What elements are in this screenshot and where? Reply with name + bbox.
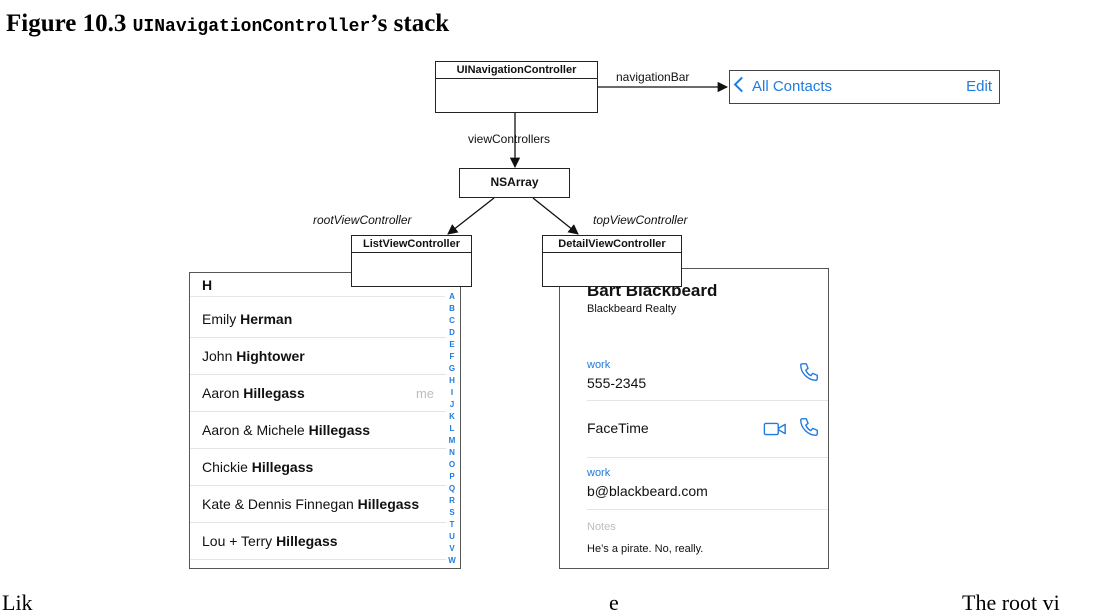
root-view-controller-label: rootViewController (313, 213, 412, 227)
detail-view-controller-box: DetailViewController (542, 235, 682, 287)
email-label: work (587, 467, 611, 479)
contact-last-name: Hightower (236, 348, 305, 364)
back-button-label: All Contacts (752, 78, 833, 95)
index-letter[interactable]: B (449, 304, 455, 313)
contact-detail-screen: Bart Blackbeard Blackbeard Realty work 5… (559, 268, 829, 569)
contact-row[interactable]: Lou + Terry Hillegass (190, 523, 446, 560)
separator (587, 457, 828, 458)
nsarray-box: NSArray (459, 168, 570, 198)
figure-title: Figure 10.3 UINavigationController’s sta… (6, 10, 449, 38)
body-text-fragment: Lik (2, 590, 33, 615)
index-letter[interactable]: V (449, 544, 455, 553)
figure-suffix: ’s stack (370, 10, 450, 37)
contact-row[interactable]: Chickie Hillegass (190, 449, 446, 486)
contact-company: Blackbeard Realty (587, 303, 677, 315)
nsarray-label: NSArray (490, 175, 539, 189)
contact-last-name: Hillegass (276, 533, 338, 549)
me-badge: me (415, 386, 434, 401)
contact-row[interactable]: Emily Herman (190, 301, 446, 338)
contact-last-name: Hillegass (243, 385, 305, 401)
contact-first-name: Lou + Terry (202, 533, 277, 549)
root-view-controller-arrow (447, 197, 495, 235)
navigation-bar: All Contacts Edit (729, 70, 1000, 104)
email-value[interactable]: b@blackbeard.com (587, 483, 708, 499)
index-letter[interactable]: U (449, 532, 455, 541)
contact-first-name: Aaron (202, 385, 244, 401)
top-view-controller-label: topViewController (593, 213, 688, 227)
separator (587, 509, 828, 510)
index-letter[interactable]: C (449, 316, 455, 325)
contact-first-name: Kate & Dennis Finnegan (202, 496, 358, 512)
edit-button[interactable]: Edit (966, 78, 992, 95)
index-letter[interactable]: E (449, 340, 455, 349)
navigation-bar-label: navigationBar (616, 70, 689, 84)
index-letter[interactable]: J (449, 400, 455, 409)
contact-first-name: Chickie (202, 459, 252, 475)
body-text-fragment: The root vi (962, 590, 1060, 615)
contact-last-name: Hillegass (357, 496, 420, 512)
index-letter[interactable]: D (449, 328, 455, 337)
contact-last-name: Herman (240, 311, 293, 327)
contact-last-name: Hillegass (308, 422, 371, 438)
index-letter[interactable]: A (449, 292, 455, 301)
index-letter[interactable]: S (449, 508, 455, 517)
separator (587, 400, 828, 401)
contact-first-name: Emily (202, 311, 241, 327)
index-letter[interactable]: O (448, 460, 456, 469)
index-letter[interactable]: L (449, 424, 455, 433)
detail-view-controller-title: DetailViewController (543, 236, 681, 253)
contact-row[interactable]: John Hightower (190, 338, 446, 375)
diagram-connectors: navigationBar viewControllers rootViewCo… (313, 70, 729, 235)
facetime-audio-icon[interactable] (798, 416, 820, 438)
contact-row[interactable]: Kate & Dennis Finnegan Hillegass (190, 486, 446, 523)
notes-label: Notes (587, 521, 616, 533)
contact-first-name: John (202, 348, 237, 364)
index-letter[interactable]: Q (448, 484, 456, 493)
contact-row[interactable]: Aaron & Michele Hillegass (190, 412, 446, 449)
index-letter[interactable]: W (448, 556, 456, 565)
index-letter[interactable]: P (449, 472, 455, 481)
index-letter[interactable]: R (449, 496, 455, 505)
facetime-label: FaceTime (587, 420, 649, 436)
index-letter[interactable]: K (449, 412, 455, 421)
view-controllers-label: viewControllers (468, 132, 550, 146)
contact-row[interactable]: Aaron Hillegass me (190, 375, 446, 412)
video-camera-icon[interactable] (763, 419, 787, 439)
notes-value: He’s a pirate. No, really. (587, 543, 704, 555)
phone-label: work (587, 359, 611, 371)
list-view-controller-box: ListViewController (351, 235, 472, 287)
index-letter[interactable]: G (448, 364, 456, 373)
top-view-controller-arrow (532, 197, 579, 235)
figure-number: Figure 10.3 (6, 10, 127, 37)
index-letter[interactable]: X (449, 567, 454, 568)
nav-controller-box: UINavigationController (435, 61, 598, 113)
body-text-fragment: e (609, 590, 619, 615)
list-view-controller-title: ListViewController (352, 236, 471, 253)
chevron-left-icon (733, 76, 750, 93)
index-letter[interactable]: M (448, 436, 456, 445)
back-button[interactable]: All Contacts (733, 76, 833, 95)
phone-value[interactable]: 555-2345 (587, 375, 647, 391)
index-letter[interactable]: F (449, 352, 455, 361)
contact-last-name: Hillegass (251, 459, 314, 475)
figure-code: UINavigationController (132, 17, 371, 37)
phone-icon[interactable] (798, 361, 820, 383)
index-letter[interactable]: N (449, 448, 455, 457)
index-letter[interactable]: I (450, 388, 454, 397)
nav-controller-title: UINavigationController (436, 62, 597, 79)
contact-first-name: Aaron & Michele (202, 422, 309, 438)
index-letter[interactable]: T (449, 520, 455, 529)
index-letter[interactable]: H (449, 376, 455, 385)
